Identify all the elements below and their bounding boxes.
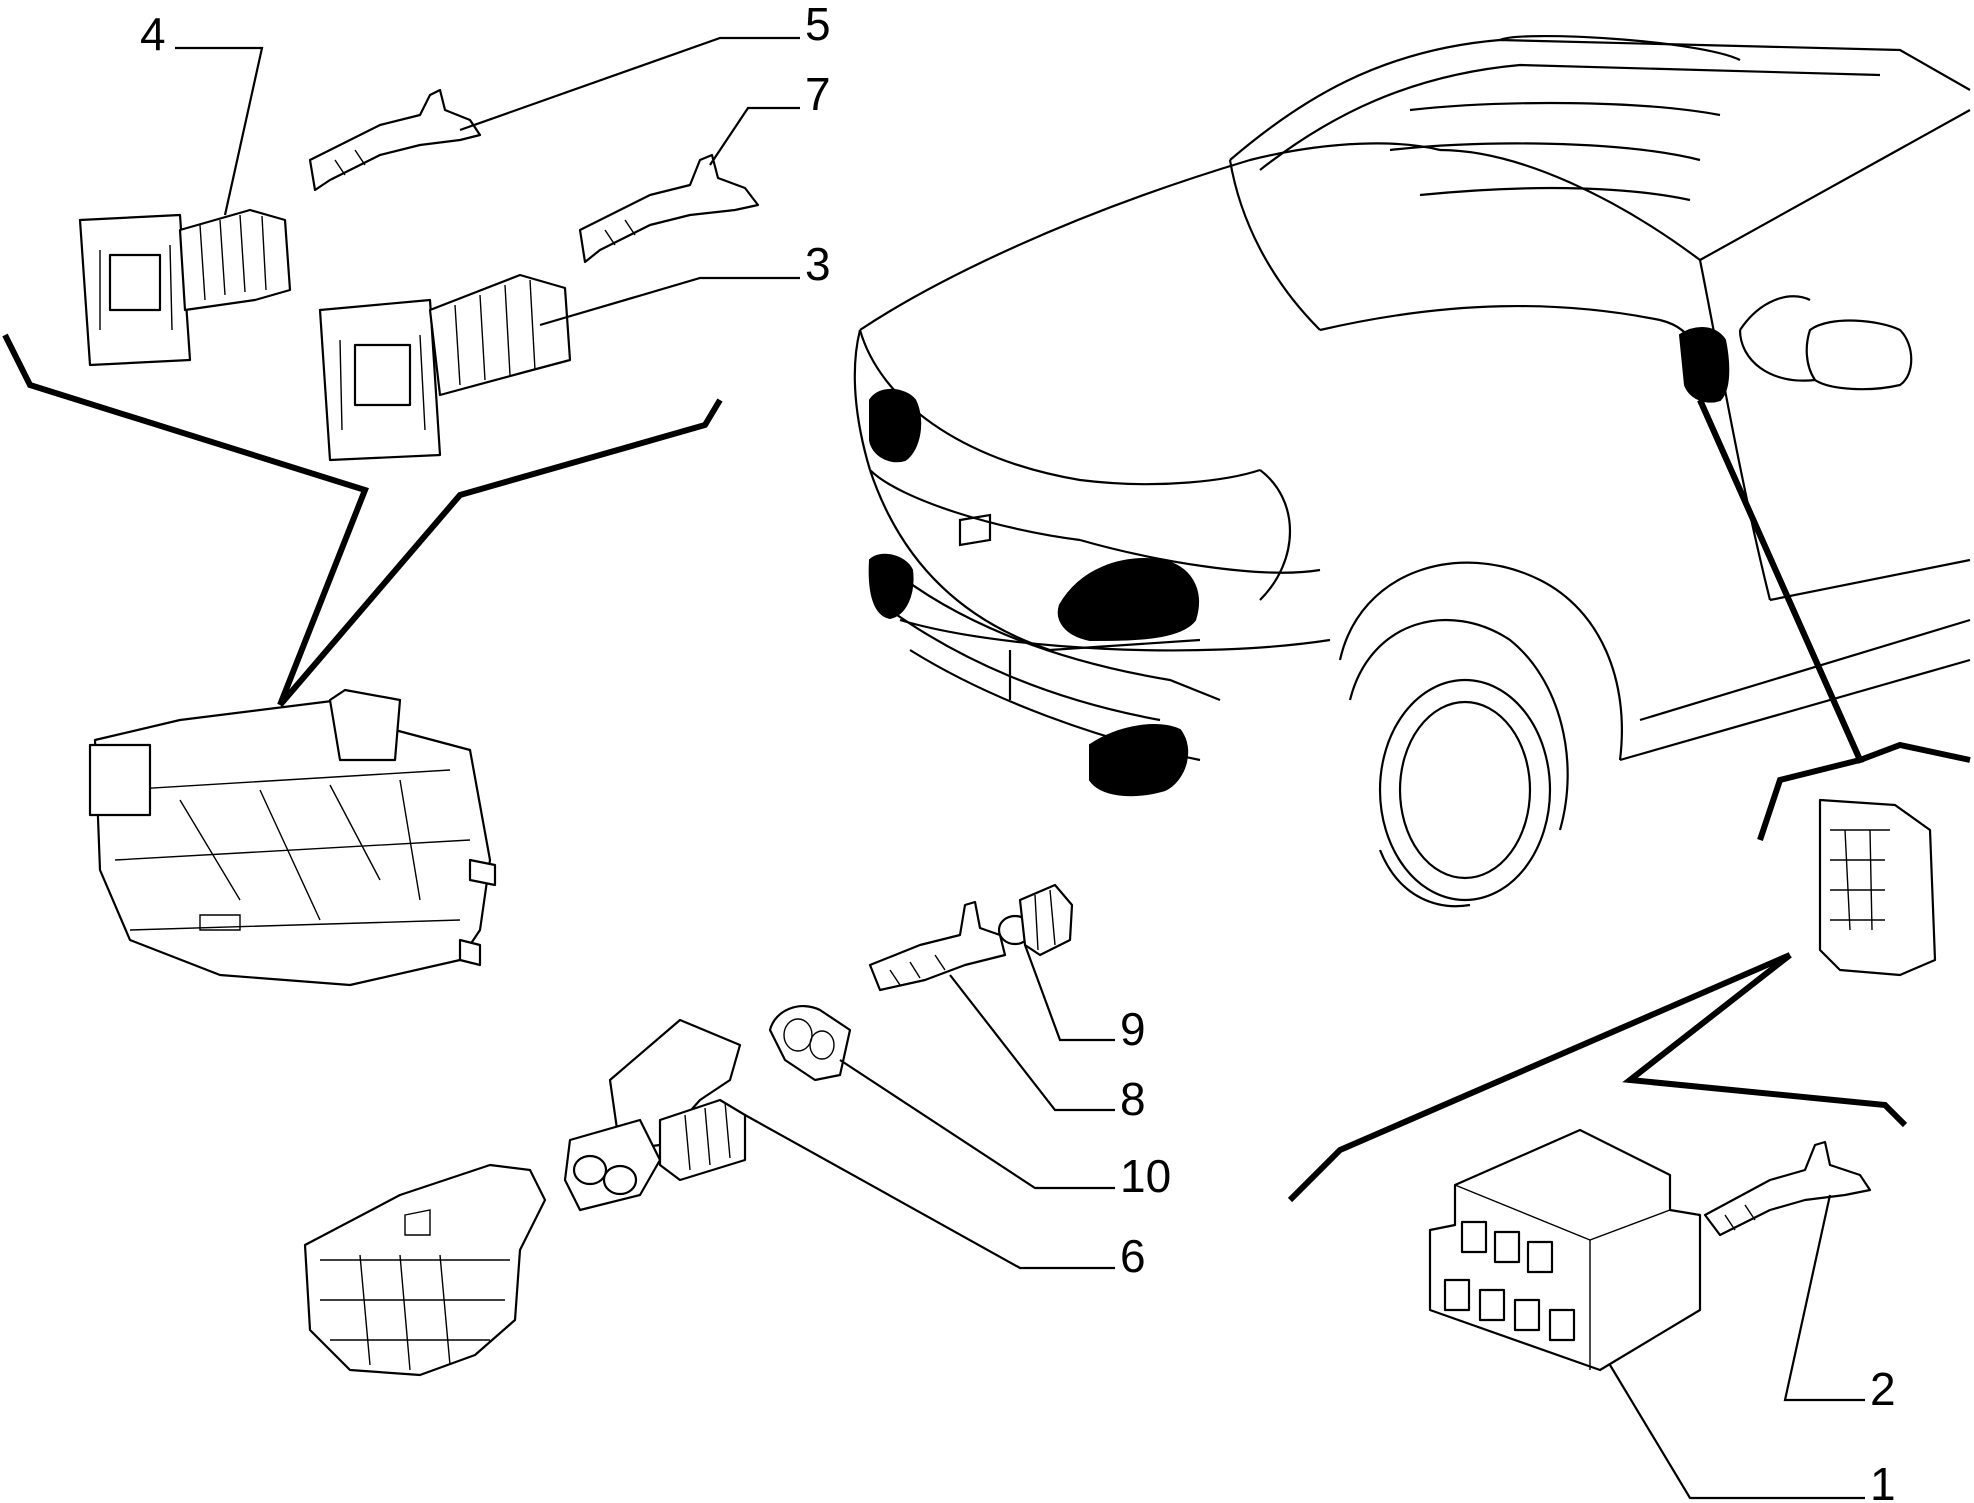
callout-7: 7	[805, 68, 831, 120]
leader-lines	[175, 36, 1865, 1500]
connection-lines	[2, 333, 1971, 1203]
connector-location-foglamp-left	[868, 553, 914, 620]
callout-4: 4	[140, 8, 166, 60]
callout-5: 5	[805, 0, 831, 50]
callout-1: 1	[1870, 1458, 1896, 1503]
part-10-clip	[768, 1005, 852, 1082]
connector-block-pillar	[1818, 798, 1937, 977]
car-body	[853, 34, 1971, 908]
part-6-connector	[563, 1018, 747, 1212]
connector-location-engine	[1057, 558, 1200, 642]
part-1-connector-box	[1428, 1128, 1702, 1372]
callout-10: 10	[1120, 1150, 1171, 1202]
part-5-terminal	[308, 88, 482, 192]
part-7-terminal	[578, 153, 760, 264]
callouts: 4 5 7 3 9 8 10 6 2 1	[140, 0, 1896, 1503]
callout-3: 3	[805, 238, 831, 290]
part-2-terminal	[1703, 1140, 1872, 1237]
part-3-connector	[318, 273, 572, 462]
callout-9: 9	[1120, 1003, 1146, 1055]
part-9-seal	[997, 883, 1074, 957]
part-4-connector	[78, 208, 292, 367]
foglamp-assembly	[303, 1163, 547, 1377]
headlamp-assembly	[88, 688, 497, 987]
callout-2: 2	[1870, 1363, 1896, 1415]
callout-8: 8	[1120, 1073, 1146, 1125]
part-8-terminal	[868, 900, 1007, 992]
callout-6: 6	[1120, 1230, 1146, 1282]
connector-location-headlamp-left	[869, 388, 922, 463]
connector-location-bumper	[1089, 724, 1189, 797]
connector-location-pillar	[1678, 327, 1730, 403]
